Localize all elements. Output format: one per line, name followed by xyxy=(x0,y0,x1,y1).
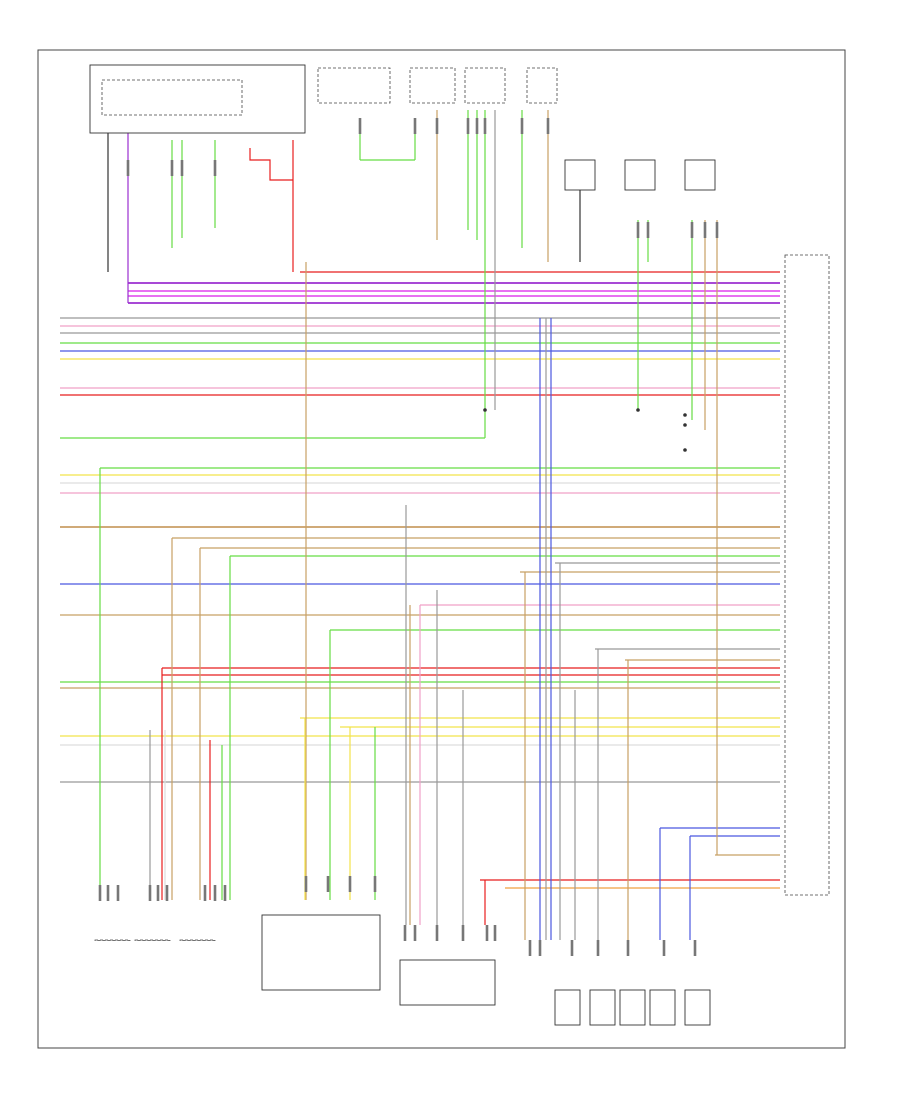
o2-sensor-a-body xyxy=(624,159,656,191)
top-left-relay-box xyxy=(89,64,306,134)
knock-sensor-outline xyxy=(179,939,216,941)
injector-body xyxy=(589,989,616,1026)
connector-pin xyxy=(703,222,707,238)
ignition-coils-body xyxy=(261,914,381,991)
connector-pin xyxy=(485,925,489,941)
connector-pin xyxy=(626,940,630,956)
throttle-sensor-group xyxy=(317,67,391,104)
connector-pin xyxy=(646,222,650,238)
connector-pin xyxy=(570,940,574,956)
engine-ecm-outline xyxy=(784,254,830,896)
connector-pin xyxy=(483,118,487,134)
connector-pin xyxy=(520,118,524,134)
connector-pin xyxy=(435,118,439,134)
connector-pin xyxy=(148,885,152,901)
connector-pin xyxy=(213,160,217,176)
knock-sensor-outline xyxy=(94,939,131,941)
connector-pin xyxy=(170,160,174,176)
splice-point xyxy=(636,408,640,412)
relay-link-wire xyxy=(249,148,293,181)
connector-pin xyxy=(528,940,532,956)
diagram-frame xyxy=(37,49,846,1049)
connector-pin xyxy=(156,885,160,901)
connector-pin xyxy=(596,940,600,956)
connector-pin xyxy=(690,222,694,238)
connector-pin xyxy=(413,118,417,134)
connector-pin xyxy=(546,118,550,134)
connector-pin xyxy=(126,160,130,176)
connector-pin xyxy=(326,876,330,892)
connector-pin xyxy=(413,925,417,941)
connector-pin xyxy=(693,940,697,956)
relay-contacts xyxy=(464,67,506,104)
switch-group xyxy=(101,79,243,116)
component-group xyxy=(89,64,830,1026)
purge-valve-body xyxy=(399,959,496,1006)
connector-pin xyxy=(106,885,110,901)
connector-pin xyxy=(403,925,407,941)
connector-pin xyxy=(304,876,308,892)
connector-pin xyxy=(636,222,640,238)
intake-sensor-body xyxy=(564,159,596,191)
connector-pin xyxy=(358,118,362,134)
connector-pin xyxy=(466,118,470,134)
connector-pin xyxy=(493,925,497,941)
splice-point xyxy=(683,448,687,452)
connector-pin xyxy=(180,160,184,176)
splice-point xyxy=(683,423,687,427)
connector-pin xyxy=(461,925,465,941)
fuel-pump-relay xyxy=(409,67,456,104)
connector-pin xyxy=(213,885,217,901)
relay-contacts-b xyxy=(526,67,558,104)
splice-point xyxy=(483,408,487,412)
injector-body xyxy=(684,989,711,1026)
knock-sensor-outline xyxy=(134,939,171,941)
connector-pin xyxy=(223,885,227,901)
injector-body xyxy=(649,989,676,1026)
splice-point xyxy=(683,413,687,417)
injector-body xyxy=(554,989,581,1026)
connector-pin xyxy=(435,925,439,941)
connector-pin xyxy=(715,222,719,238)
connector-pin xyxy=(165,885,169,901)
o2-sensor-b-body xyxy=(684,159,716,191)
connector-pin xyxy=(98,885,102,901)
connector-pin xyxy=(348,876,352,892)
connector-pin xyxy=(475,118,479,134)
connector-pin xyxy=(373,876,377,892)
connector-pin xyxy=(203,885,207,901)
injector-body xyxy=(619,989,646,1026)
connector-pins xyxy=(98,118,719,956)
connector-pin xyxy=(116,885,120,901)
connector-pin xyxy=(538,940,542,956)
connector-pin xyxy=(662,940,666,956)
wire-harness xyxy=(60,110,780,940)
